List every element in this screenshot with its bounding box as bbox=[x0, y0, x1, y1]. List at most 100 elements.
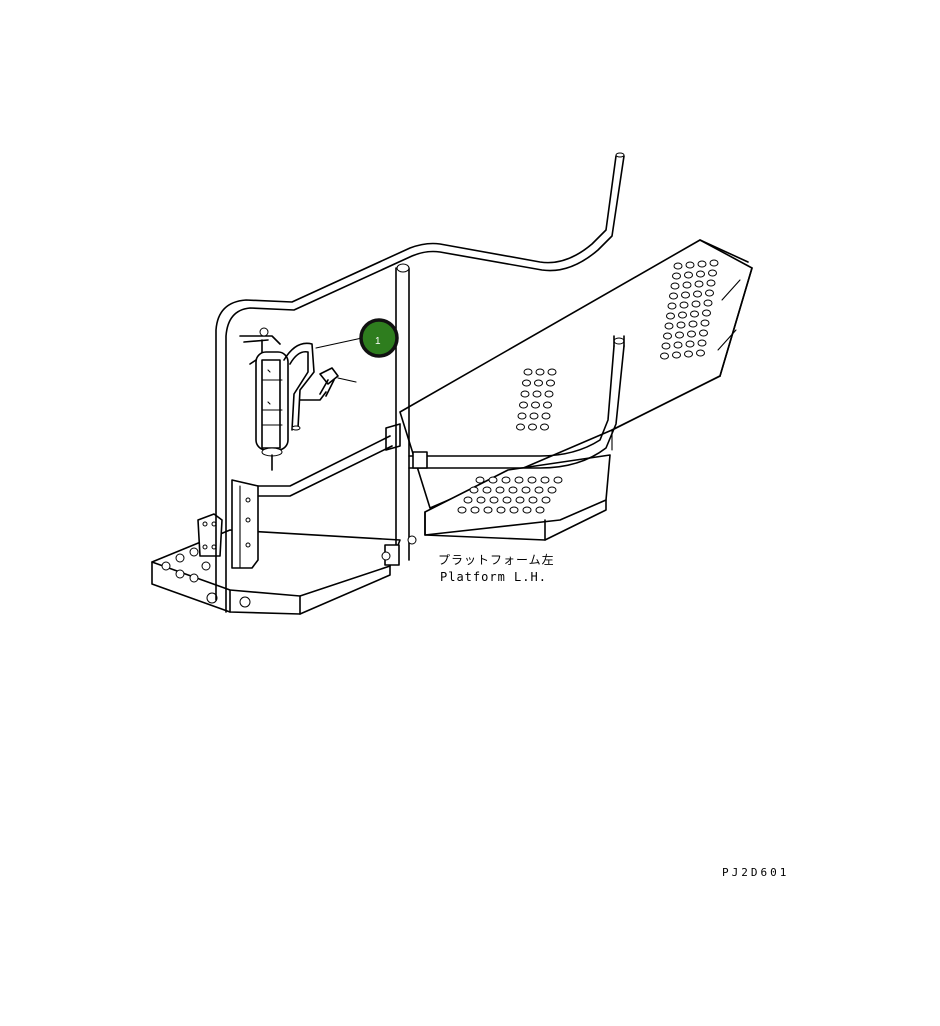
mounting-bracket bbox=[197, 513, 223, 557]
deck-hole bbox=[682, 281, 692, 289]
deck-hole bbox=[522, 379, 531, 387]
deck-hole bbox=[675, 331, 684, 339]
deck-hole bbox=[685, 340, 695, 348]
deck-holes-middle bbox=[516, 368, 557, 431]
deck-hole bbox=[687, 330, 696, 338]
deck-hole bbox=[708, 269, 717, 277]
deck-hole bbox=[534, 379, 543, 387]
deck-hole bbox=[488, 476, 498, 484]
deck-hole bbox=[706, 279, 716, 287]
platform-label-japanese: プラットフォーム左 bbox=[438, 552, 555, 567]
deck-hole bbox=[476, 496, 486, 504]
deck-hole bbox=[541, 412, 551, 420]
deck-hole bbox=[690, 310, 699, 318]
deck-hole bbox=[516, 423, 525, 431]
platform-label: プラットフォーム左 Platform L.H. bbox=[438, 552, 555, 584]
deck-hole bbox=[528, 423, 537, 431]
deck-hole bbox=[553, 476, 563, 484]
deck-hole bbox=[469, 486, 479, 494]
deck-hole bbox=[681, 291, 690, 299]
deck-hole bbox=[519, 401, 528, 409]
deck-hole bbox=[676, 321, 686, 329]
deck-hole bbox=[705, 289, 714, 297]
rear-rail bbox=[408, 335, 625, 469]
deck-hole bbox=[527, 476, 537, 484]
deck-hole bbox=[470, 506, 480, 514]
callout-leader bbox=[315, 337, 363, 349]
deck-hole bbox=[672, 351, 681, 359]
front-post bbox=[381, 263, 417, 566]
platform-label-english: Platform L.H. bbox=[440, 570, 547, 584]
deck-hole bbox=[709, 259, 719, 267]
callout-circle[interactable] bbox=[359, 318, 399, 358]
vertical-strap bbox=[231, 479, 259, 569]
front-platform-block bbox=[151, 529, 401, 615]
deck-hole bbox=[696, 349, 705, 357]
deck-hole bbox=[691, 300, 701, 308]
deck-hole bbox=[540, 476, 550, 484]
deck-hole bbox=[673, 341, 683, 349]
lower-step bbox=[424, 454, 611, 541]
deck-hole bbox=[700, 319, 710, 327]
deck-hole bbox=[667, 302, 677, 310]
deck-hole bbox=[517, 412, 527, 420]
deck-holes-far-end bbox=[660, 259, 719, 360]
deck-hole bbox=[529, 412, 539, 420]
callout-balloon-1[interactable]: 1 bbox=[359, 318, 399, 358]
fire-extinguisher bbox=[239, 327, 327, 471]
deck-hole bbox=[685, 261, 695, 269]
deck-hole bbox=[534, 486, 544, 494]
deck-hole bbox=[684, 350, 693, 358]
deck-hole bbox=[660, 352, 669, 360]
deck-hole bbox=[678, 311, 687, 319]
deck-hole bbox=[663, 332, 672, 340]
deck-hole bbox=[693, 290, 702, 298]
deck-hole bbox=[664, 322, 674, 330]
deck-hole bbox=[457, 506, 467, 514]
main-platform-deck bbox=[399, 239, 753, 509]
deck-hole bbox=[679, 301, 689, 309]
deck-hole bbox=[666, 312, 675, 320]
deck-hole bbox=[669, 292, 678, 300]
deck-hole bbox=[523, 368, 533, 376]
deck-hole bbox=[547, 486, 557, 494]
deck-hole bbox=[702, 309, 711, 317]
deck-hole bbox=[694, 280, 704, 288]
deck-hole bbox=[528, 496, 538, 504]
deck-hole bbox=[522, 506, 532, 514]
deck-hole bbox=[514, 476, 524, 484]
deck-hole bbox=[535, 506, 545, 514]
deck-hole bbox=[544, 390, 554, 398]
deck-hole bbox=[475, 476, 485, 484]
deck-hole bbox=[508, 486, 518, 494]
deck-hole bbox=[483, 506, 493, 514]
deck-hole bbox=[521, 486, 531, 494]
deck-hole bbox=[673, 262, 683, 270]
deck-hole bbox=[696, 270, 705, 278]
deck-hole bbox=[688, 320, 698, 328]
deck-hole bbox=[697, 260, 707, 268]
deck-hole bbox=[531, 401, 540, 409]
deck-hole bbox=[547, 368, 557, 376]
deck-hole bbox=[489, 496, 499, 504]
deck-hole bbox=[495, 486, 505, 494]
deck-hole bbox=[502, 496, 512, 504]
handrail-top bbox=[215, 152, 625, 613]
deck-hole bbox=[703, 299, 713, 307]
deck-hole bbox=[496, 506, 506, 514]
mounting-bolt bbox=[319, 367, 357, 397]
deck-hole bbox=[697, 339, 707, 347]
deck-hole bbox=[520, 390, 530, 398]
deck-hole bbox=[546, 379, 555, 387]
callout-number: 1 bbox=[375, 336, 381, 347]
deck-hole bbox=[543, 401, 552, 409]
deck-hole bbox=[515, 496, 525, 504]
drawing-code: PJ2D601 bbox=[722, 866, 789, 879]
deck-hole bbox=[661, 342, 671, 350]
deck-hole bbox=[501, 476, 511, 484]
deck-hole bbox=[482, 486, 492, 494]
deck-hole bbox=[463, 496, 473, 504]
deck-hole bbox=[672, 272, 681, 280]
